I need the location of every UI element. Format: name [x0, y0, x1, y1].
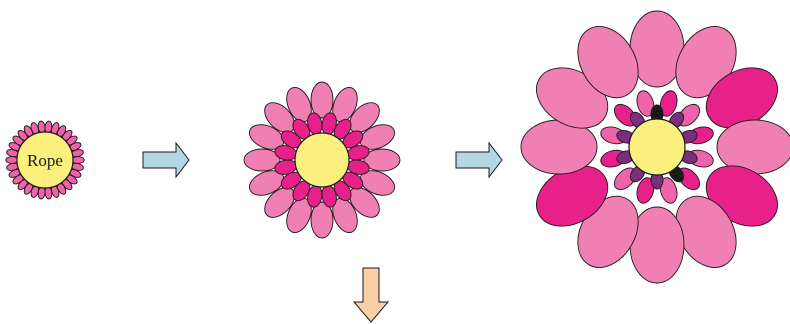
right-arrow-1	[143, 143, 189, 177]
right-arrow-2	[456, 143, 502, 177]
stage-1-small-flower: Rope	[6, 121, 84, 200]
stage-3-core	[629, 119, 685, 175]
stage-1-petal	[6, 157, 18, 164]
down-arrow	[354, 268, 388, 322]
stage-2-core	[295, 133, 349, 187]
stage-1-petal	[72, 157, 84, 164]
rope-label: Rope	[27, 151, 63, 170]
stage-3-large-flower	[521, 11, 790, 283]
stage-2-flower	[244, 82, 400, 238]
